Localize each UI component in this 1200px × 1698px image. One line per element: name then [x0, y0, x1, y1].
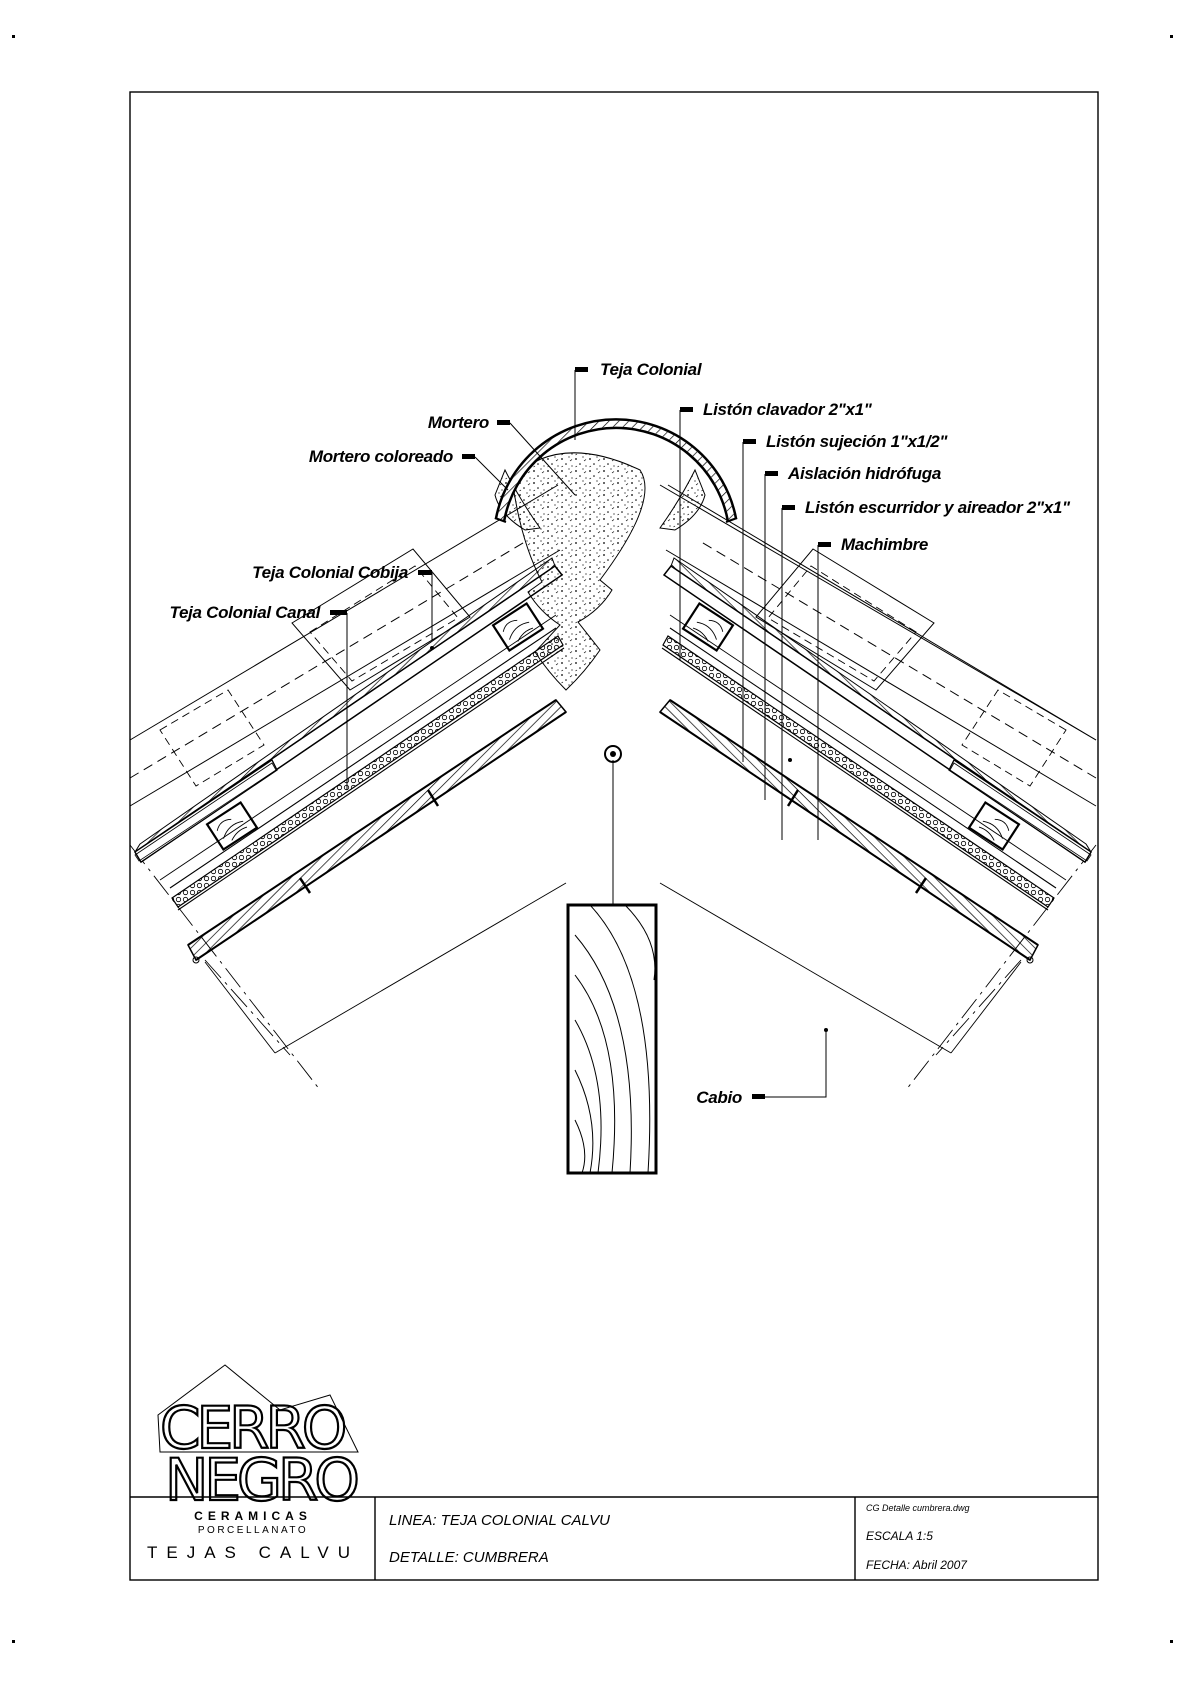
title-fecha: FECHA: Abril 2007 [866, 1558, 968, 1572]
label-liston-clavador: Listón clavador 2"x1" [703, 400, 873, 419]
roof-section-right [658, 483, 1098, 1092]
mortero-coloreado-right [659, 468, 706, 531]
label-aislacion: Aislación hidrófuga [787, 464, 941, 483]
label-machimbre: Machimbre [841, 535, 928, 554]
label-liston-escurridor: Listón escurridor y aireador 2"x1" [805, 498, 1071, 517]
sheet-frame [129, 91, 1099, 1581]
svg-text:NEGRO: NEGRO [165, 1446, 357, 1514]
cerro-negro-logo: CERRO NEGRO [157, 1364, 362, 1515]
brand-ceramicas: CERAMICAS [194, 1509, 312, 1523]
label-liston-sujecion: Listón sujeción 1"x1/2" [766, 432, 948, 451]
brand-tejas-calvu: TEJAS CALVU [147, 1543, 359, 1562]
label-mortero-coloreado: Mortero coloreado [309, 447, 453, 466]
label-mortero: Mortero [428, 413, 489, 432]
mortero-fill [511, 452, 646, 691]
cabio-beam [566, 903, 658, 1175]
title-file: CG Detalle cumbrera.dwg [866, 1503, 970, 1513]
brand-porcellanato: PORCELLANATO [198, 1525, 308, 1536]
label-teja-cobija: Teja Colonial Cobija [252, 563, 408, 582]
title-linea: LINEA: TEJA COLONIAL CALVU [389, 1512, 610, 1529]
title-block: CERAMICAS PORCELLANATO TEJAS CALVU LINEA… [130, 1496, 1098, 1580]
label-teja-colonial: Teja Colonial [600, 360, 703, 379]
title-detalle: DETALLE: CUMBRERA [389, 1549, 549, 1566]
title-escala: ESCALA 1:5 [866, 1529, 933, 1543]
label-cabio: Cabio [696, 1088, 742, 1107]
label-teja-canal: Teja Colonial Canal [170, 603, 322, 622]
svg-text:CERRO: CERRO [160, 1394, 345, 1462]
